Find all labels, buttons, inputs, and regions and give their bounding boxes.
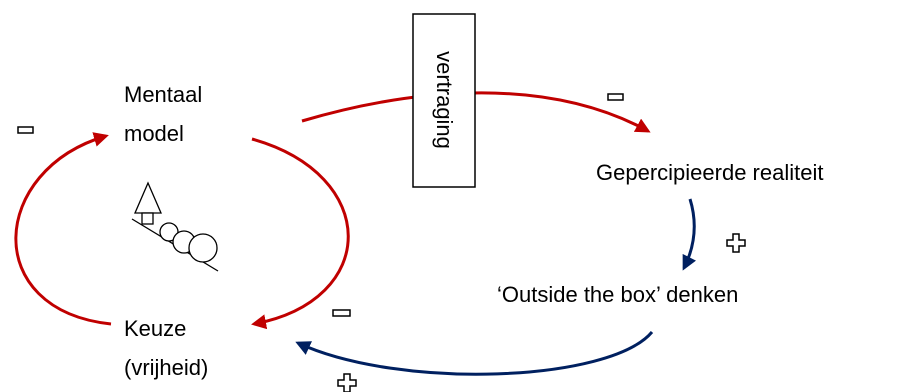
node-mental-model-line1: Mentaal [124, 82, 202, 107]
arrow-outside-to-choice [295, 331, 654, 376]
node-choice-line1: Keuze [124, 316, 186, 341]
snowball-rolling-downhill-icon [131, 181, 219, 272]
minus-sign-model-to-reality [607, 93, 624, 101]
arrow-model-to-choice [251, 137, 350, 330]
plus-sign-reality-to-outside [726, 233, 746, 253]
arrow-reality-to-outside [682, 198, 697, 271]
node-outside-the-box: ‘Outside the box’ denken [497, 282, 738, 307]
arrow-choice-to-model [14, 132, 112, 326]
node-perceived-reality: Gepercipieerde realiteit [596, 160, 823, 185]
minus-sign-choice-to-model [17, 126, 34, 134]
minus-sign-model-to-choice [332, 309, 351, 317]
delay-label: vertraging [432, 51, 457, 149]
plus-sign-outside-to-choice [337, 373, 357, 392]
node-mental-model-line2: model [124, 121, 184, 146]
node-choice-line2: (vrijheid) [124, 355, 208, 380]
delay-box [412, 13, 476, 188]
